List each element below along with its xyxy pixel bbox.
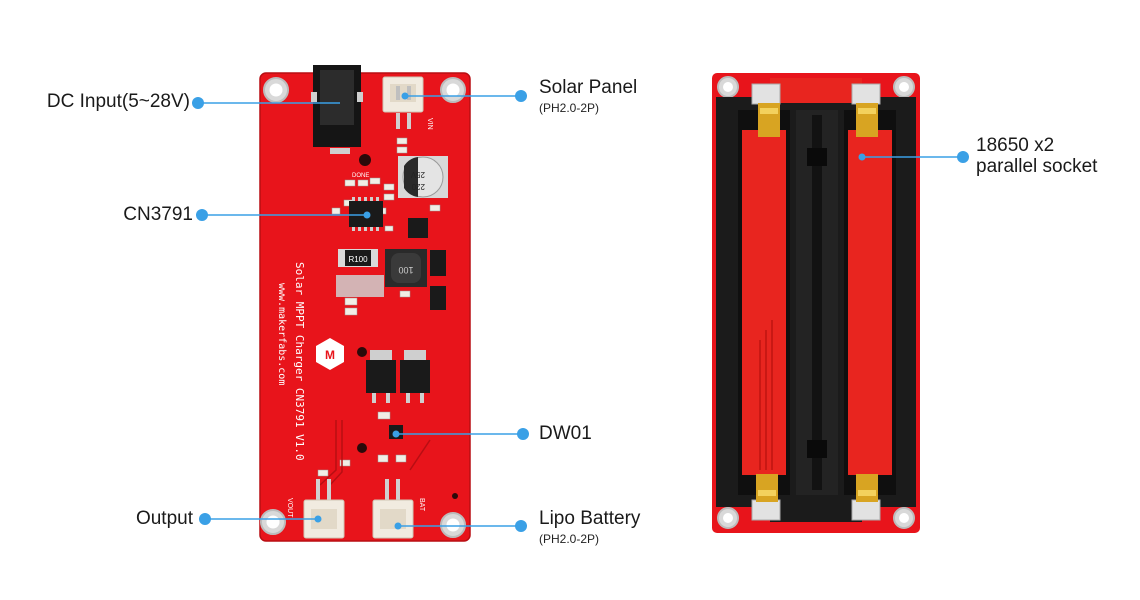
spring-contact [751,474,781,521]
callout-cn3791 [196,209,371,221]
protection-mosfet [400,350,430,403]
cap-voltage: 25V [410,170,425,179]
label-dc-input: DC Input(5~28V) [46,91,190,112]
label-lipo-battery: Lipo Battery [539,508,641,529]
label-dw01: DW01 [539,423,592,444]
callout-output [199,513,322,525]
via-hole [359,154,371,166]
inductor: 100 [385,249,427,287]
bat-silkscreen: BAT [418,498,425,512]
electrolytic-capacitor: 25V 220 [398,156,448,198]
output-connector [303,479,345,539]
label-socket-line2: parallel socket [976,156,1098,177]
inductor-label: 100 [398,265,413,275]
label-solar-panel: Solar Panel [539,77,638,98]
makerfabs-logo: M [316,338,344,370]
charger-board: VIN 25V 220 [259,65,471,542]
done-silkscreen: DONE [352,173,369,179]
mounting-hole [440,512,466,538]
sense-resistor: R100 [338,249,378,267]
svg-text:M: M [325,348,335,362]
dc-jack [311,65,363,154]
vout-silkscreen: VOUT [286,498,293,518]
callout-lipo-battery [394,520,527,532]
cap-value: 220 [411,182,425,191]
mounting-hole [440,77,466,103]
via-hole [357,347,367,357]
callout-socket [858,151,969,163]
diode [430,250,446,276]
board-website: www.makerfabs.com [276,283,287,385]
resistor-label: R100 [348,255,368,264]
callout-solar-panel [401,90,527,102]
spring-contact [751,83,781,137]
callout-dw01 [392,428,529,440]
diode [430,286,446,310]
label-lipo-battery-connector: (PH2.0-2P) [539,532,600,546]
label-output: Output [135,508,193,529]
board-title: Solar MPPT Charger CN3791 V1.0 [293,262,306,461]
mosfet [408,218,428,238]
protection-mosfet [366,350,396,403]
callout-dc-input [192,97,340,109]
label-cn3791: CN3791 [123,204,193,225]
vin-silkscreen: VIN [426,118,433,130]
label-solar-panel-connector: (PH2.0-2P) [539,101,600,115]
label-socket-line1: 18650 x2 [976,135,1055,156]
mounting-hole [263,77,289,103]
spring-contact [851,474,881,521]
spring-contact [851,83,881,137]
mounting-hole [260,509,286,535]
battery-holder [712,73,920,533]
via-hole [357,443,367,453]
